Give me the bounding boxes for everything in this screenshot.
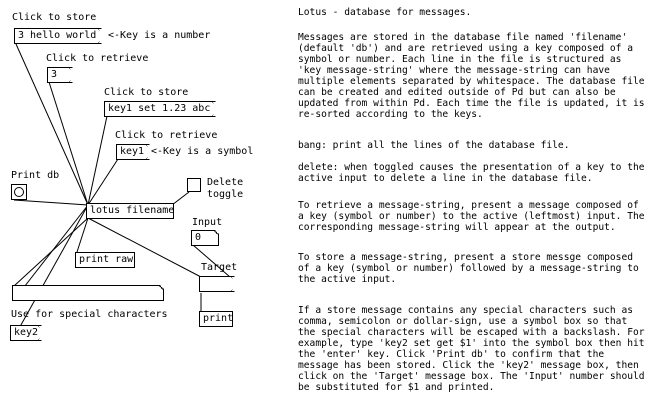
message-hello-world[interactable]: 3 hello world! xyxy=(14,28,102,44)
lotus-object[interactable]: lotus filename xyxy=(86,203,174,219)
doc-paragraph-special: If a store message contains any special … xyxy=(298,305,645,393)
message-key-3[interactable]: 3 xyxy=(47,67,73,83)
message-key1-set[interactable]: key1 set 1.23 abc xyxy=(104,101,216,117)
delete-toggle[interactable] xyxy=(187,178,201,192)
label-delete-toggle: Delete toggle xyxy=(207,177,244,200)
input-number-box[interactable]: 0 xyxy=(191,230,219,246)
label-print-db: Print db xyxy=(11,170,60,181)
doc-paragraph-delete: delete: when toggled causes the presenta… xyxy=(298,162,645,184)
label-key-is-symbol: <-Key is a symbol xyxy=(151,146,254,157)
message-target[interactable] xyxy=(199,276,235,292)
print-raw-object[interactable]: print raw xyxy=(75,252,135,268)
label-click-to-retrieve-2: Click to retrieve xyxy=(115,130,218,141)
label-use-special-characters: Use for special characters xyxy=(11,309,168,320)
print-db-bang[interactable] xyxy=(11,184,27,200)
symbol-box[interactable] xyxy=(12,285,164,301)
doc-paragraph-overview: Messages are stored in the database file… xyxy=(298,32,645,120)
doc-paragraph-bang: bang: print all the lines of the databas… xyxy=(298,140,570,151)
doc-title: Lotus - database for messages. xyxy=(298,7,472,18)
doc-paragraph-store: To store a message-string, present a sto… xyxy=(298,252,639,285)
doc-paragraph-retrieve: To retrieve a message-string, present a … xyxy=(298,200,645,233)
label-key-is-number: <-Key is a number xyxy=(108,30,211,41)
print-object[interactable]: print xyxy=(199,311,233,327)
label-click-to-store: Click to store xyxy=(12,12,97,23)
label-click-to-retrieve: Click to retrieve xyxy=(46,53,149,64)
message-key1[interactable]: key1 xyxy=(116,144,150,160)
label-input: Input xyxy=(192,217,223,228)
label-target: Target xyxy=(201,262,238,273)
message-key2[interactable]: key2 xyxy=(10,325,42,341)
label-click-to-store-2: Click to store xyxy=(104,87,189,98)
